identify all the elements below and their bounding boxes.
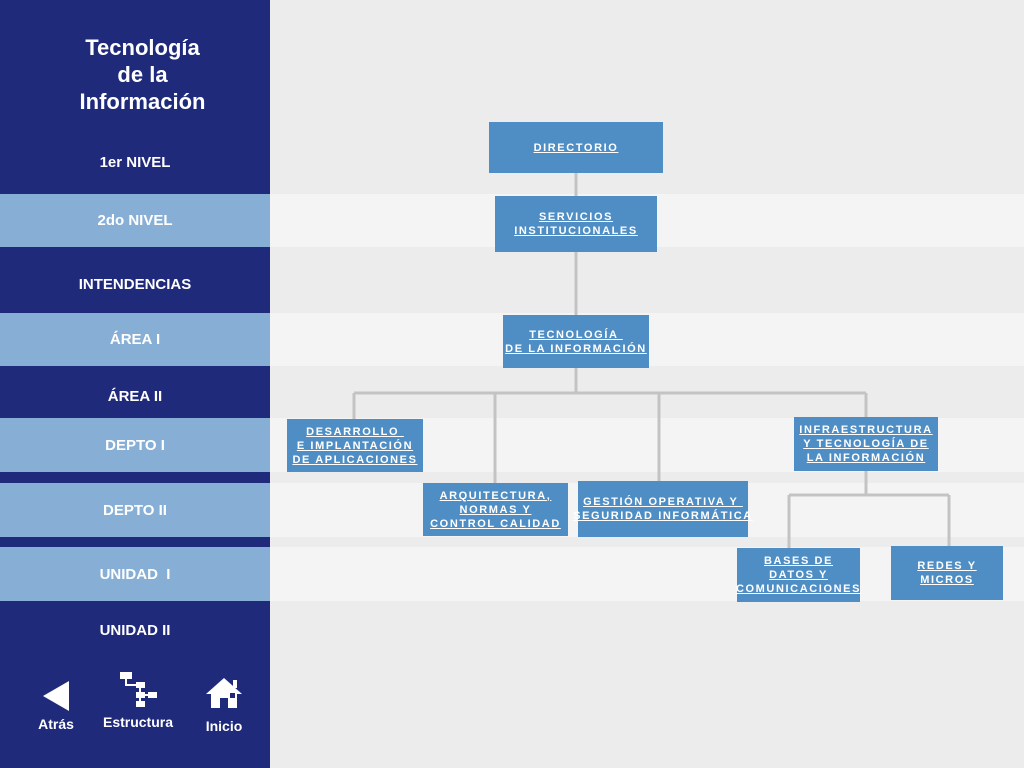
level-intendencias[interactable]: INTENDENCIAS <box>78 275 192 293</box>
level-area-i[interactable]: ÁREA I <box>0 313 270 366</box>
node-infraestructura-tecnologia[interactable]: INFRAESTRUCTURA Y TECNOLOGÍA DE LA INFOR… <box>794 417 938 471</box>
node-infraestructura-tecnologia-label: INFRAESTRUCTURA Y TECNOLOGÍA DE LA INFOR… <box>799 424 933 464</box>
node-arquitectura-normas-label: ARQUITECTURA, NORMAS Y CONTROL CALIDAD <box>430 489 561 530</box>
node-desarrollo-implantacion[interactable]: DESARROLLO E IMPLANTACIÓN DE APLICACIONE… <box>287 419 423 472</box>
app-title: Tecnología de la Información <box>79 35 206 114</box>
node-directorio[interactable]: DIRECTORIO <box>489 122 663 173</box>
node-servicios-institucionales-label: SERVICIOS INSTITUCIONALES <box>514 211 638 237</box>
node-gestion-operativa-label: GESTIÓN OPERATIVA Y SEGURIDAD INFORMÁTIC… <box>573 496 753 522</box>
home-icon <box>206 678 242 708</box>
level-area-ii[interactable]: ÁREA II <box>107 387 163 405</box>
level-depto-ii[interactable]: DEPTO II <box>0 483 270 537</box>
back-button[interactable]: Atrás <box>30 680 82 732</box>
home-button[interactable]: Inicio <box>198 676 250 734</box>
level-unidad-i[interactable]: UNIDAD I <box>0 547 270 601</box>
node-tecnologia-informacion-label: TECNOLOGÍA DE LA INFORMACIÓN <box>505 328 647 355</box>
back-arrow-icon <box>43 681 69 711</box>
node-redes-micros-label: REDES Y MICROS <box>917 560 977 586</box>
node-desarrollo-implantacion-label: DESARROLLO E IMPLANTACIÓN DE APLICACIONE… <box>292 425 418 466</box>
node-arquitectura-normas[interactable]: ARQUITECTURA, NORMAS Y CONTROL CALIDAD <box>423 483 568 536</box>
level-depto-i[interactable]: DEPTO I <box>0 418 270 472</box>
level-unidad-ii[interactable]: UNIDAD II <box>99 621 171 639</box>
level-2do-nivel[interactable]: 2do NIVEL <box>0 194 270 247</box>
level-1er-nivel[interactable]: 1er NIVEL <box>99 153 171 171</box>
back-label: Atrás <box>38 716 74 732</box>
node-servicios-institucionales[interactable]: SERVICIOS INSTITUCIONALES <box>495 196 657 252</box>
home-label: Inicio <box>205 718 243 734</box>
node-tecnologia-informacion[interactable]: TECNOLOGÍA DE LA INFORMACIÓN <box>503 315 649 368</box>
node-redes-micros[interactable]: REDES Y MICROS <box>891 546 1003 600</box>
org-structure-icon <box>120 672 157 707</box>
sidebar: Tecnología de la Información 1er NIVEL 2… <box>0 0 270 768</box>
structure-button[interactable]: Estructura <box>98 670 178 730</box>
structure-label: Estructura <box>102 714 174 730</box>
node-gestion-operativa[interactable]: GESTIÓN OPERATIVA Y SEGURIDAD INFORMÁTIC… <box>573 481 751 537</box>
node-bases-datos-label: BASES DE DATOS Y COMUNICACIONES <box>735 555 862 595</box>
node-directorio-label: DIRECTORIO <box>533 141 619 154</box>
node-bases-datos[interactable]: BASES DE DATOS Y COMUNICACIONES <box>735 548 862 602</box>
